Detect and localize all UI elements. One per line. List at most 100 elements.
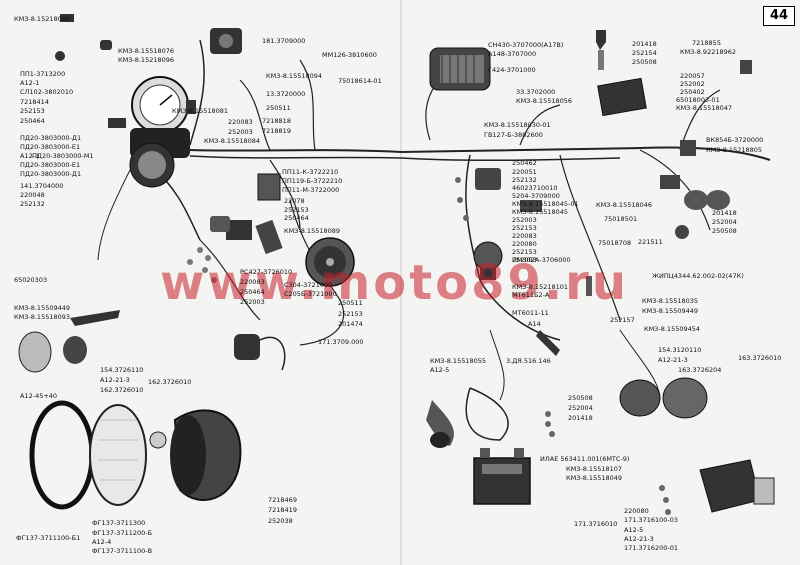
part-label: А12-1 bbox=[20, 152, 40, 160]
part-label: А12-4 bbox=[92, 538, 112, 546]
part-label: 171.3709.000 bbox=[318, 338, 364, 346]
part-label: 252038 bbox=[268, 517, 293, 525]
part-label: 252157 bbox=[610, 316, 635, 324]
part-label: ФГ137-3711200-Б bbox=[92, 529, 153, 537]
part-label: КМЗ-8.15218101 bbox=[512, 283, 569, 291]
part-label: 252153 bbox=[338, 310, 363, 318]
small-parts-right bbox=[455, 177, 671, 515]
part-label: 252003 bbox=[240, 298, 265, 306]
part-label: 3.ДЯ.516.146 bbox=[506, 357, 551, 365]
part-label: 201418 bbox=[712, 209, 737, 217]
headlight-housing bbox=[170, 409, 242, 501]
part-label: 250508 bbox=[632, 58, 657, 66]
part-label: КМЗ-8.15518089 bbox=[284, 227, 341, 235]
part-label: РС427-3726010 bbox=[240, 268, 293, 276]
part-label: 75018501 bbox=[604, 215, 638, 223]
part-label: 252004 bbox=[568, 404, 593, 412]
part-label: КМЗ-8.15518084 bbox=[204, 137, 261, 145]
part-label: 252132 bbox=[20, 200, 45, 208]
part-label: ФГ137-3711300 bbox=[92, 519, 146, 527]
part-label: 201418 bbox=[632, 40, 657, 48]
page-number: 44 bbox=[763, 6, 795, 26]
part-label: А12-21-3 bbox=[624, 535, 654, 543]
part-label: 252153 bbox=[512, 224, 537, 232]
part-label: 252153 bbox=[284, 206, 309, 214]
part-label: ФГ137-3711100-Б1 bbox=[16, 534, 81, 542]
part-label: 7218414 bbox=[20, 98, 49, 106]
part-label: 7218855 bbox=[692, 39, 721, 47]
part-label: КМЗ-8.15518046 bbox=[596, 201, 653, 209]
part-label: КМЗ-8.15518107 bbox=[566, 465, 623, 473]
part-label: 154.3120110 bbox=[658, 346, 702, 354]
part-label: ПД20-3803000-Д1 bbox=[20, 170, 82, 178]
headlight-lens bbox=[89, 404, 167, 506]
part-label: 162.3726010 bbox=[100, 386, 144, 394]
part-label: 220080 bbox=[512, 240, 537, 248]
brake-switch bbox=[70, 310, 120, 326]
part-label: ММ126-3810600 bbox=[322, 51, 377, 59]
spark-plug-cap bbox=[596, 30, 606, 70]
part-label: ГВ127-Б-3802600 bbox=[484, 131, 543, 139]
switch-unit-171 bbox=[234, 334, 286, 371]
part-label: КМЗ-8.92218962 bbox=[680, 48, 737, 56]
part-label: А12-1 bbox=[20, 79, 40, 87]
part-label: 250464 bbox=[240, 288, 265, 296]
part-label: 162.3726010 bbox=[148, 378, 192, 386]
part-label: КМЗ-8.15218805 bbox=[706, 146, 763, 154]
part-label: 220057 bbox=[680, 72, 705, 80]
part-label: 220083 bbox=[512, 232, 537, 240]
part-label: ФГ137-3711100-В bbox=[92, 547, 153, 555]
part-label: 252004 bbox=[712, 218, 737, 226]
part-label: 141.3704000 bbox=[20, 182, 64, 190]
part-label: 220080 bbox=[624, 507, 649, 515]
part-label: 250402 bbox=[680, 88, 705, 96]
part-label: 250511 bbox=[266, 104, 291, 112]
part-label: КМЗ-8.15518045-01 bbox=[512, 200, 579, 208]
part-label: 221511 bbox=[638, 238, 663, 246]
part-label: 252154 bbox=[632, 49, 657, 57]
part-label: 252002 bbox=[680, 80, 705, 88]
part-label: 163.3726010 bbox=[738, 354, 782, 362]
part-label: КМЗ-8.15518047 bbox=[676, 104, 733, 112]
indicator-lamps bbox=[675, 190, 730, 239]
spark-plug bbox=[586, 276, 592, 296]
part-label: ЖИПЦ4344.62.002-02(47К) bbox=[652, 272, 744, 280]
part-label: А148-3707000 bbox=[488, 50, 537, 58]
tail-lamp bbox=[699, 459, 775, 513]
part-label: 201418 bbox=[568, 414, 593, 422]
sensor-plug bbox=[536, 330, 560, 356]
part-label: ПД20-3803000-М1 bbox=[32, 152, 94, 160]
part-label: 46023710010 bbox=[512, 184, 558, 192]
part-label: ИЛАЕ 563411.001(6МТС-9) bbox=[540, 455, 630, 463]
generator bbox=[429, 47, 491, 91]
connector-blocks-left bbox=[210, 173, 283, 255]
part-label: С304-3721000 bbox=[284, 281, 333, 289]
part-label: СЛ102-3802010 bbox=[20, 88, 74, 96]
rear-turn-lamp bbox=[619, 377, 708, 419]
part-label: Г424-3701000 bbox=[488, 66, 536, 74]
part-label: 13.3720000 bbox=[266, 90, 306, 98]
part-label: А12-21-3 bbox=[100, 376, 130, 384]
part-label: КМЗ-8.15518045 bbox=[512, 208, 569, 216]
part-label: КМЗ-8.15518035 bbox=[642, 297, 699, 305]
part-label: КМЗ-8.15518076 bbox=[118, 47, 175, 55]
voltage-regulator bbox=[597, 77, 647, 117]
part-label: 220051 bbox=[512, 168, 537, 176]
main-harness-left bbox=[97, 39, 402, 346]
part-label: ПД20-3803000-Е1 bbox=[20, 143, 81, 151]
part-label: ПП11-К-3722210 bbox=[282, 168, 339, 176]
part-label: КМЗ-8.15518055 bbox=[430, 357, 487, 365]
relay-blocks-right bbox=[475, 60, 752, 212]
flasher-relay bbox=[473, 241, 503, 280]
part-label: 220048 bbox=[20, 191, 45, 199]
part-label: 252003 bbox=[512, 216, 537, 224]
part-label: 250508 bbox=[712, 227, 737, 235]
part-label: 252003 bbox=[512, 256, 537, 264]
part-label: КМЗ-8.15218086 bbox=[14, 15, 71, 23]
part-label: 75018614-01 bbox=[338, 77, 382, 85]
part-label: МТ6011-11 bbox=[512, 309, 549, 317]
part-label: 220083 bbox=[228, 118, 253, 126]
part-label: ПП119-Б-3722210 bbox=[282, 177, 343, 185]
part-label: КМЗ-8.15509449 bbox=[642, 307, 699, 315]
